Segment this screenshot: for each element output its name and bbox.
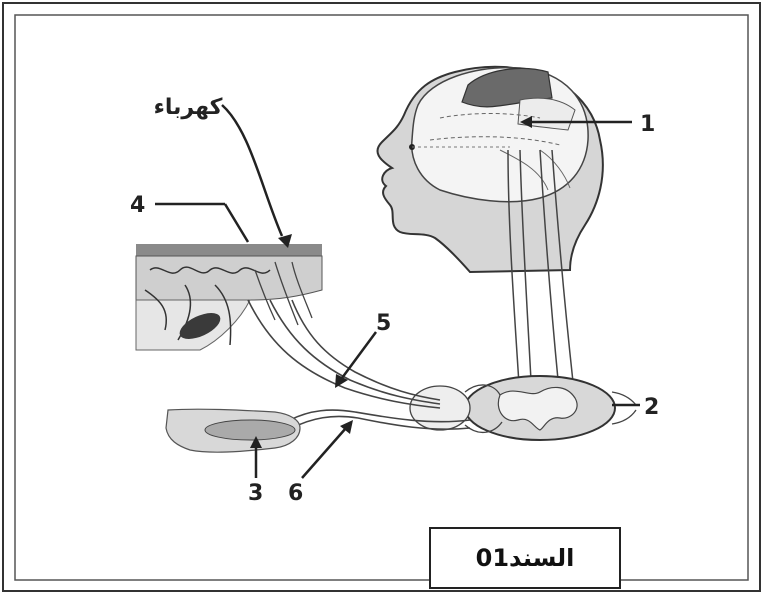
- dermis: [136, 256, 322, 300]
- sensory-nerve: [248, 300, 440, 408]
- label-1: 1: [640, 112, 655, 137]
- inner-border: [15, 15, 748, 580]
- caption-label: السند01: [476, 544, 575, 572]
- arabic-label-pointer: [222, 105, 292, 248]
- label-5: 5: [376, 311, 391, 336]
- muscle-effector: [166, 409, 300, 452]
- caption-box: السند01: [429, 527, 621, 589]
- head-illustration: [377, 67, 602, 272]
- epidermis: [136, 244, 322, 256]
- arabic-label-electricity: كهرباء: [154, 95, 223, 120]
- label-4-pointer: [155, 204, 248, 242]
- muscle-fiber: [205, 420, 295, 440]
- outer-border: [3, 3, 760, 591]
- spinal-cord-section: [410, 376, 636, 440]
- skin-section: [136, 244, 322, 350]
- label-3: 3: [248, 481, 263, 506]
- label-4: 4: [130, 193, 145, 218]
- label-6-pointer: [302, 420, 353, 478]
- label-6: 6: [288, 481, 303, 506]
- label-2: 2: [644, 395, 659, 420]
